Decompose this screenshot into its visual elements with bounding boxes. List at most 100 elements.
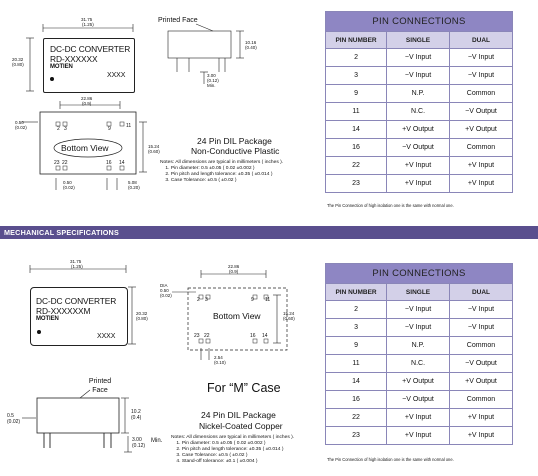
height-dim-in: (0.80) bbox=[136, 316, 148, 321]
row-span-dim-in: (0.60) bbox=[283, 316, 295, 321]
pitch-dim: 5.08 bbox=[128, 180, 137, 185]
cell-single: N.P. bbox=[386, 84, 450, 103]
col-header-single: SINGLE bbox=[386, 31, 450, 49]
cell-pin: 16 bbox=[324, 390, 388, 409]
pin-label-14: 14 bbox=[262, 333, 268, 339]
pin-length-min: Min. bbox=[207, 83, 216, 88]
pin1-dot bbox=[37, 330, 41, 334]
table-row: 14+V Output+V Output bbox=[324, 372, 514, 391]
section-banner-title: MECHANICAL SPECIFICATIONS bbox=[4, 228, 119, 237]
pitch-dim-in: (0.10) bbox=[214, 360, 226, 365]
col-header-dual: DUAL bbox=[448, 283, 514, 301]
section-banner: MECHANICAL SPECIFICATIONS bbox=[0, 226, 538, 239]
brand-label: MOTIEN bbox=[36, 316, 59, 322]
pin-label-3: 3 bbox=[205, 297, 208, 303]
pin1-dot bbox=[50, 77, 54, 81]
cell-dual: +V Input bbox=[448, 408, 514, 427]
table-row: 23+V Input+V Input bbox=[324, 174, 514, 193]
package-title: 24 Pin DIL Package bbox=[201, 410, 276, 420]
side-height-dim-in: (0.4) bbox=[131, 415, 142, 421]
cell-pin: 16 bbox=[324, 138, 388, 157]
bottom-view-label: Bottom View bbox=[61, 143, 109, 153]
pin-label-9: 9 bbox=[108, 126, 111, 132]
cell-single: N.P. bbox=[386, 336, 450, 355]
pin-label-9: 9 bbox=[251, 297, 254, 303]
printed-face-label: Printed Face bbox=[158, 17, 198, 24]
cell-dual: −V Input bbox=[448, 318, 514, 337]
cell-single: −V Input bbox=[386, 48, 450, 67]
brand-label: MOTIEN bbox=[50, 64, 73, 70]
side-view-pins bbox=[43, 433, 112, 448]
dia-value-in: (0.02) bbox=[160, 293, 172, 298]
row-span-dim: 15.24 bbox=[148, 144, 160, 149]
cell-single: +V Input bbox=[386, 426, 450, 445]
date-code: XXXX bbox=[97, 333, 116, 340]
pin-label-23: 23 bbox=[194, 333, 200, 339]
width-dim: 31.75 bbox=[70, 259, 82, 264]
pin-label-2: 2 bbox=[197, 297, 200, 303]
left-dim: 0.5 bbox=[7, 413, 14, 419]
side-height-dim: 10.2 bbox=[131, 409, 141, 415]
top-package-top-view: DC-DC CONVERTER RD-XXXXXX MOTIEN XXXX bbox=[43, 38, 135, 93]
cell-pin: 9 bbox=[324, 84, 388, 103]
height-dim: 20.32 bbox=[136, 311, 148, 316]
cell-dual: +V Input bbox=[448, 174, 514, 193]
model-line-1: DC-DC CONVERTER bbox=[36, 296, 117, 306]
width-dim-in: (1.25) bbox=[71, 264, 83, 269]
left-offset-dim-in: (0.02) bbox=[15, 125, 27, 130]
cell-pin: 22 bbox=[324, 408, 388, 427]
row-span-dim-in: (0.60) bbox=[148, 149, 160, 154]
pin-span-dim: 22.86 bbox=[228, 264, 240, 269]
cell-dual: Common bbox=[448, 336, 514, 355]
cell-dual: −V Output bbox=[448, 354, 514, 373]
package-subtitle: Non-Conductive Plastic bbox=[191, 146, 280, 156]
table-row: 14+V Output+V Output bbox=[324, 120, 514, 139]
pin-length-dim-in: (0.12) bbox=[207, 78, 219, 83]
pin-connections-table-top: PIN CONNECTIONS PIN NUMBER SINGLE DUAL 2… bbox=[324, 11, 514, 193]
top-height-dim-in: (0.80) bbox=[12, 62, 24, 67]
pin-label-3: 3 bbox=[64, 126, 67, 132]
pin-label-22: 22 bbox=[204, 333, 210, 339]
table-title: PIN CONNECTIONS bbox=[325, 263, 513, 284]
cell-dual: −V Output bbox=[448, 102, 514, 121]
pin-connections-table-bottom: PIN CONNECTIONS PIN NUMBER SINGLE DUAL 2… bbox=[324, 263, 514, 445]
package-subtitle: Nickel-Coated Copper bbox=[199, 421, 283, 431]
cell-single: −V Input bbox=[386, 300, 450, 319]
notes-line-2: 2. Pin pitch and length tolerance: ±0.35… bbox=[171, 447, 284, 452]
side-height-dim-in: (0.40) bbox=[245, 45, 257, 50]
pitch-dim: 2.54 bbox=[214, 355, 223, 360]
top-width-dim-in: (1.25) bbox=[82, 22, 94, 27]
top-height-dim: 20.32 bbox=[12, 57, 24, 62]
table-row: 22+V Input+V Input bbox=[324, 156, 514, 175]
top-width-dim: 31.75 bbox=[81, 17, 93, 22]
pin-label-11: 11 bbox=[265, 297, 271, 303]
model-line-2: RD-XXXXXX bbox=[50, 54, 98, 64]
col-header-pin: PIN NUMBER bbox=[324, 31, 388, 49]
pin-span-dim-in: (0.9) bbox=[229, 269, 239, 274]
col-header-single: SINGLE bbox=[386, 283, 450, 301]
table-row: 3−V Input−V Input bbox=[324, 318, 514, 337]
table-row: 22+V Input+V Input bbox=[324, 408, 514, 427]
pin-length-dim-in: (0.12) bbox=[132, 443, 146, 449]
cell-pin: 14 bbox=[324, 372, 388, 391]
cell-dual: +V Input bbox=[448, 156, 514, 175]
table-row: 3−V Input−V Input bbox=[324, 66, 514, 85]
cell-dual: +V Input bbox=[448, 426, 514, 445]
cell-single: −V Input bbox=[386, 318, 450, 337]
cell-single: −V Input bbox=[386, 66, 450, 85]
pin-label-14: 14 bbox=[119, 160, 125, 166]
bottom-package-top-view: DC-DC CONVERTER RD-XXXXXXM MOTIEN XXXX bbox=[30, 287, 128, 346]
notes-line-3: 3. Case Tolerance: ±0.5 ( ±0.02 ) bbox=[171, 453, 248, 458]
cell-dual: −V Input bbox=[448, 300, 514, 319]
cell-single: +V Output bbox=[386, 372, 450, 391]
model-line-1: DC-DC CONVERTER bbox=[50, 44, 131, 54]
package-title: 24 Pin DIL Package bbox=[197, 136, 272, 146]
table-footnote: The Pin Connection of high isolation one… bbox=[327, 457, 454, 462]
notes-line-3: 3. Case Tolerance: ±0.5 ( ±0.02 ) bbox=[160, 178, 237, 183]
cell-pin: 3 bbox=[324, 318, 388, 337]
notes-line-2: 2. Pin pitch and length tolerance: ±0.35… bbox=[160, 172, 273, 177]
cell-single: −V Output bbox=[386, 390, 450, 409]
pitch-dim-in: (0.20) bbox=[128, 185, 140, 190]
